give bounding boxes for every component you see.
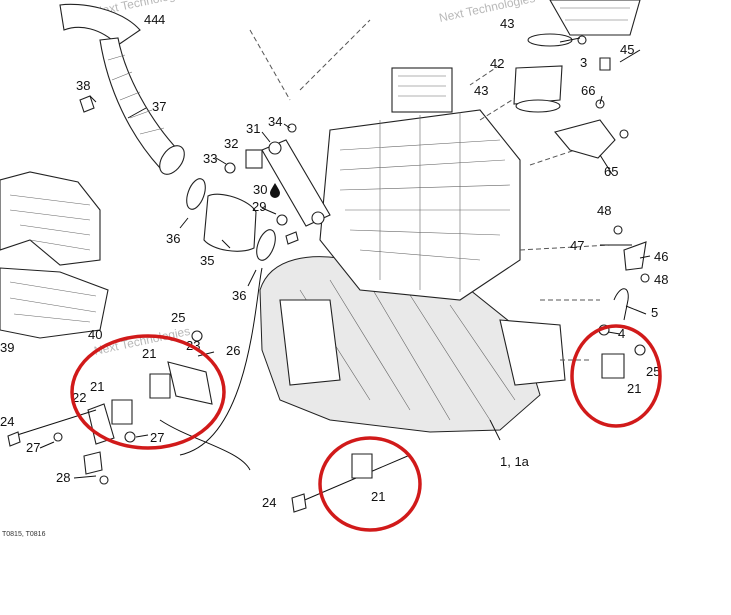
leader-lines <box>39 37 651 479</box>
highlight-circle-left <box>70 334 226 450</box>
callout-30: 30 <box>253 182 267 197</box>
callout-37: 37 <box>152 99 166 114</box>
callout-25-left: 25 <box>171 310 185 325</box>
mount-assembly-right <box>601 344 646 379</box>
upper-right-components <box>513 0 641 159</box>
clip-38 <box>79 95 95 113</box>
engine-mount-bracket <box>224 123 331 245</box>
callout-47: 47 <box>570 238 584 253</box>
callout-48-bottom: 48 <box>654 272 668 287</box>
callout-43-mid: 43 <box>474 83 488 98</box>
callout-25-right: 25 <box>646 364 660 379</box>
callout-31: 31 <box>246 121 260 136</box>
callout-22: 22 <box>72 390 86 405</box>
callout-48-top: 48 <box>597 203 611 218</box>
mount-assembly-center <box>291 453 411 513</box>
callout-1-1a: 1, 1a <box>500 454 530 469</box>
callout-5: 5 <box>651 305 658 320</box>
callout-35: 35 <box>200 253 214 268</box>
highlight-circle-right <box>570 324 662 428</box>
dashed-leaders <box>249 19 611 361</box>
callout-46: 46 <box>654 249 668 264</box>
callout-32: 32 <box>224 136 238 151</box>
callout-21-right: 21 <box>627 381 641 396</box>
right-side-components <box>598 225 650 336</box>
callout-33: 33 <box>203 151 217 166</box>
callout-21-top: 21 <box>142 346 156 361</box>
callout-36-left: 36 <box>166 231 180 246</box>
intake-boot <box>186 178 276 261</box>
intake-duct <box>59 3 185 175</box>
callout-26: 26 <box>226 343 240 358</box>
oil-drop-icon <box>270 183 280 198</box>
callout-38: 38 <box>76 78 90 93</box>
callout-29: 29 <box>252 199 266 214</box>
callout-44: 44 <box>144 12 158 27</box>
callout-40: 40 <box>88 327 102 342</box>
highlight-circle-bottom <box>318 436 422 532</box>
mount-assembly-left <box>7 330 213 485</box>
watermark-top-right: Next Technologies <box>438 0 537 25</box>
callout-65: 65 <box>604 164 618 179</box>
callout-43-top: 43 <box>500 16 514 31</box>
callout-28: 28 <box>56 470 70 485</box>
callout-24-left: 24 <box>0 414 14 429</box>
callout-36-right: 36 <box>232 288 246 303</box>
airbox-left <box>0 171 109 339</box>
callout-21-left: 21 <box>90 379 104 394</box>
callout-21-bottom: 21 <box>371 489 385 504</box>
engine-assembly <box>259 67 566 433</box>
callout-27-left: 27 <box>26 440 40 455</box>
callout-66: 66 <box>581 83 595 98</box>
callout-39: 39 <box>0 340 14 355</box>
callout-3: 3 <box>580 55 587 70</box>
callout-45: 45 <box>620 42 634 57</box>
callout-24-bottom: 24 <box>262 495 276 510</box>
drawing-code: T0815, T0816 <box>2 531 46 538</box>
callout-42: 42 <box>490 56 504 71</box>
callout-4-top: 4 <box>158 12 165 27</box>
highlight-circles <box>70 324 662 532</box>
callout-4-right: 4 <box>618 326 625 341</box>
callout-27-right: 27 <box>150 430 164 445</box>
callout-34: 34 <box>268 114 282 129</box>
